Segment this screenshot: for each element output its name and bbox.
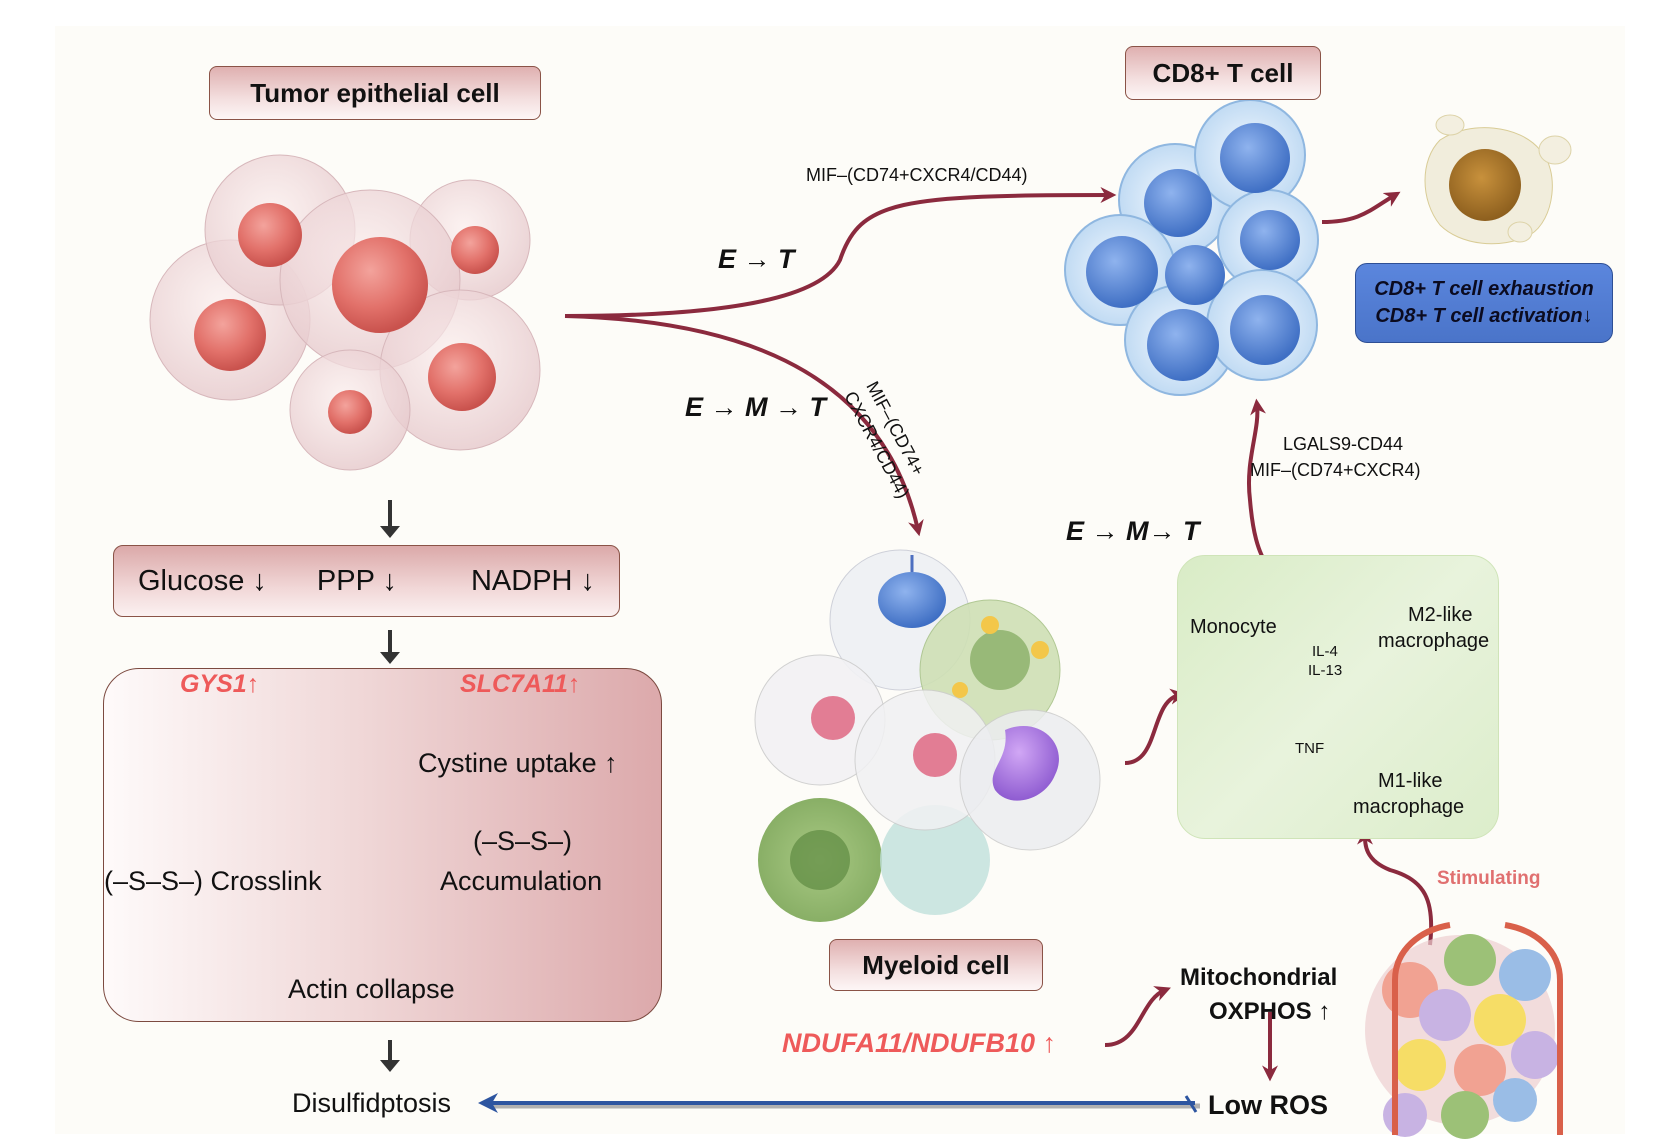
low-ros-label: Low ROS — [1208, 1090, 1328, 1120]
myeloid-cell-title: Myeloid cell — [829, 939, 1043, 991]
t-cell-activation-text: CD8+ T cell activation↓ — [1375, 305, 1593, 327]
mif-ligand-label-top: MIF–(CD74+CXCR4/CD44) — [806, 165, 1028, 185]
slc7a11-text: SLC7A11 — [460, 670, 568, 698]
slc7a11-gene-label: SLC7A11↑ — [460, 670, 580, 699]
cd8-t-cell-title: CD8+ T cell — [1125, 46, 1321, 100]
m1-label-line1: M1-like — [1378, 770, 1443, 792]
cd8-effects-box: CD8+ T cell exhaustion CD8+ T cell activ… — [1355, 263, 1613, 343]
cd8-t-cell-cluster-illustration — [1064, 99, 1319, 396]
ss-crosslink-label: (–S–S–) Crosslink — [104, 866, 322, 896]
monocyte-label: Monocyte — [1190, 616, 1277, 638]
mitochondrial-label: Mitochondrial — [1180, 964, 1338, 991]
il13-label: IL-13 — [1308, 662, 1343, 679]
nadph-label: NADPH ↓ — [470, 564, 596, 597]
metabolism-box: Glucose ↓ PPP ↓ NADPH ↓ — [113, 545, 620, 617]
down-arrows-left-column — [380, 500, 400, 1072]
ppp-label: PPP ↓ — [316, 564, 397, 597]
tumor-cell-cluster-illustration — [149, 154, 541, 471]
tumor-title-text: Tumor epithelial cell — [250, 77, 500, 108]
oxphos-label: OXPHOS ↑ — [1209, 998, 1331, 1025]
slc7a11-up-arrow: ↑ — [567, 670, 581, 698]
gys1-up-arrow: ↑ — [246, 670, 260, 698]
gys1-gene-label: GYS1↑ — [180, 670, 259, 699]
lgals9-cd44-label: LGALS9-CD44 — [1283, 434, 1404, 454]
exhausted-t-cell-illustration — [1424, 114, 1572, 245]
disulfidptosis-label: Disulfidptosis — [292, 1088, 452, 1118]
macrophage-differentiation-panel — [1177, 555, 1499, 839]
cd8-title-text: CD8+ T cell — [1152, 57, 1294, 88]
t-cell-exhaustion-text: CD8+ T cell exhaustion — [1374, 278, 1594, 300]
pathway-arrows — [564, 187, 1434, 1082]
glucose-label: Glucose ↓ — [137, 564, 267, 597]
stimulating-label: Stimulating — [1437, 868, 1541, 889]
pathway-e-to-t: E → T — [718, 244, 795, 274]
gys1-text: GYS1 — [180, 670, 247, 698]
m2-label-line1: M2-like — [1408, 604, 1473, 626]
m1-label-line2: macrophage — [1353, 796, 1465, 818]
ss-accumulation-label-1: (–S–S–) — [473, 826, 573, 856]
actin-collapse-label: Actin collapse — [288, 974, 455, 1004]
il4-label: IL-4 — [1312, 643, 1338, 660]
tumor-microenvironment-illustration — [1365, 922, 1563, 1139]
mif-cd74-cxcr4-label: MIF–(CD74+CXCR4) — [1250, 460, 1421, 480]
tnf-label: TNF — [1295, 740, 1325, 757]
inhibition-arrow — [478, 1093, 1200, 1113]
ndufa-up-arrow: ↑ — [1042, 1028, 1057, 1058]
myeloid-cell-cluster-illustration — [754, 549, 1101, 922]
pathway-e-m-t-right: E → M→ T — [1066, 516, 1200, 546]
disulfidptosis-mechanism-box — [103, 668, 662, 1022]
ndufa-genes-text: NDUFA11/NDUFB10 — [782, 1028, 1036, 1058]
m2-label-line2: macrophage — [1378, 630, 1490, 652]
pathway-e-m-t-left: E → M → T — [685, 392, 826, 422]
ss-accumulation-label-2: Accumulation — [440, 866, 603, 896]
tumor-epithelial-cell-title: Tumor epithelial cell — [209, 66, 541, 120]
ndufa11-ndufb10-gene-label: NDUFA11/NDUFB10 ↑ — [782, 1028, 1056, 1059]
cystine-uptake-label: Cystine uptake ↑ — [418, 748, 618, 778]
myeloid-title-text: Myeloid cell — [862, 949, 1010, 980]
